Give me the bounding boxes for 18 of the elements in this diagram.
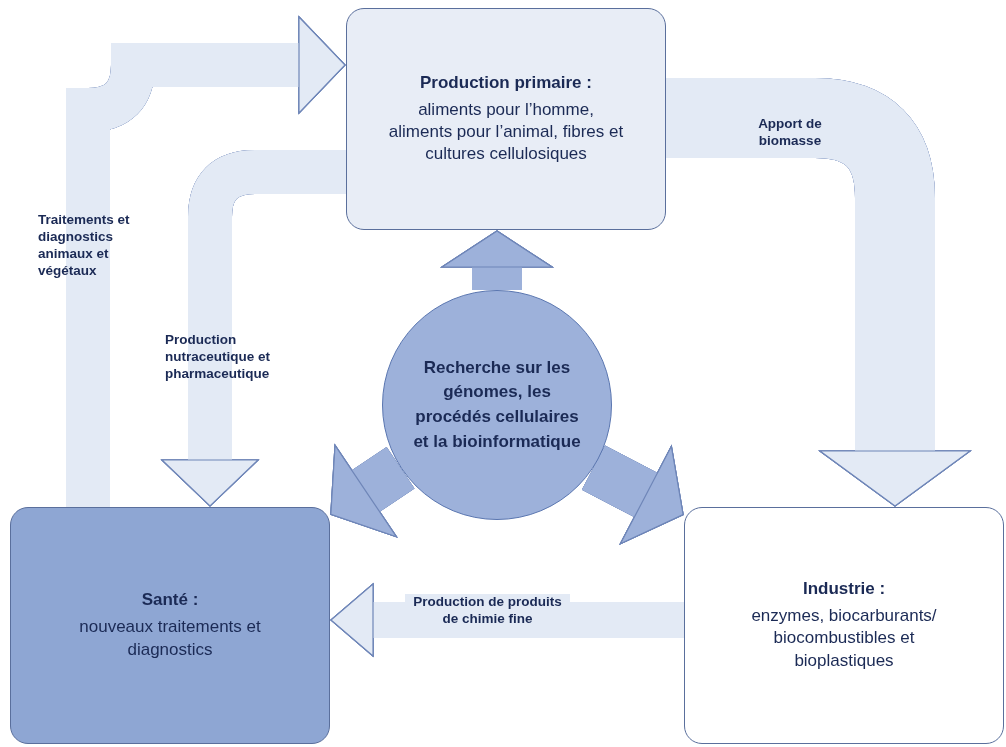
box-text: aliments pour l’homme, aliments pour l’animal, fibres et cultures cellulosiques — [387, 98, 625, 166]
edge-label: Production nutraceutique et pharmaceutique — [165, 332, 271, 383]
process-box — [346, 8, 666, 230]
process-box — [684, 507, 1004, 744]
box-heading: Industrie : — [802, 579, 886, 600]
edge-label: Apport de biomasse — [757, 116, 823, 150]
box-heading: Santé : — [141, 590, 199, 611]
block-arrow — [330, 583, 684, 657]
box-text: enzymes, biocarburants/ biocombustibles et bioplastiques — [750, 605, 938, 672]
block-arrow — [161, 150, 346, 507]
process-box — [10, 507, 330, 744]
box-text: nouveaux traitements et diagnostics — [78, 616, 262, 661]
edge-label: Traitements et diagnostics animaux et végétaux — [38, 212, 131, 280]
block-arrow — [441, 230, 553, 290]
block-arrow — [66, 16, 346, 507]
box-heading: Production primaire : — [420, 72, 592, 93]
box-text: Recherche sur les génomes, les procédés cellulaires et la bioinformatique — [412, 356, 582, 453]
block-arrow — [666, 78, 971, 507]
